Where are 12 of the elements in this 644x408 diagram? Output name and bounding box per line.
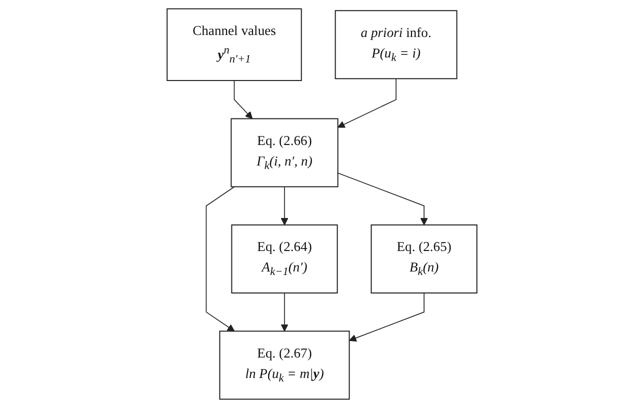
node-box: Eq. (2.64) A$_{k−1}$(n′) — [231, 224, 338, 294]
arrow — [280, 292, 288, 332]
node-box: Eq. (2.65) B$_{k}$(n) — [370, 224, 478, 294]
node-box: Eq. (2.67) ln P(u$_{k}$ = m|y) — [219, 330, 350, 400]
arrow — [234, 80, 253, 120]
node-box: Eq. (2.66) Γ$_{k}$(i, n′, n) — [230, 118, 338, 188]
arrow — [280, 186, 288, 226]
arrow — [348, 292, 424, 342]
arrow — [206, 186, 235, 332]
arrow — [337, 172, 428, 226]
arrow — [338, 78, 396, 128]
node-box: a priori info. P(u$_{k}$ = i) — [334, 10, 458, 80]
